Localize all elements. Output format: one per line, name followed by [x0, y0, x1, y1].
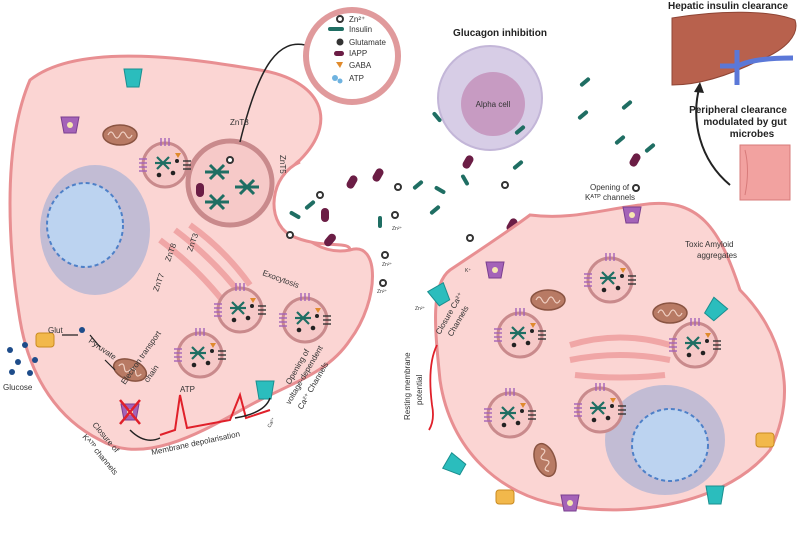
- mitochondrion: [652, 302, 688, 324]
- granule-legend: [303, 7, 401, 105]
- legend-insulin-label: Insulin: [349, 25, 372, 34]
- gut-label-line-1: Peripheral clearance: [689, 105, 787, 116]
- closed-cross-icon: [119, 399, 141, 425]
- katp-channel-open: [622, 206, 642, 224]
- gut-label-line-2: modulated by gut: [703, 117, 787, 128]
- opening-katp-label-line-1: Opening of: [590, 183, 630, 192]
- glut-transporter: [35, 332, 55, 348]
- toxic-amyloid-label-line-2: aggregates: [697, 251, 737, 260]
- resting-potential-label-line-2: potential: [415, 375, 424, 405]
- calcium-ion-label: Ca²⁺: [267, 416, 278, 429]
- intestine: [739, 144, 791, 201]
- calcium-channel-open: [255, 380, 275, 400]
- depolarisation-trace: [159, 391, 271, 436]
- legend-atp-label: ATP: [349, 74, 364, 83]
- callout-arrow: [239, 43, 306, 143]
- zinc-label: Zn²⁺: [382, 262, 393, 268]
- alpha-cell-label: Alpha cell: [476, 100, 511, 109]
- mitochondrion: [102, 124, 138, 146]
- arrow: [129, 397, 271, 441]
- insulin-granule-large: [185, 138, 275, 228]
- legend-iapp-label: IAPP: [349, 49, 367, 58]
- glut-transporter: [495, 489, 515, 505]
- mitochondrion: [530, 289, 566, 311]
- arrow: [62, 334, 116, 371]
- golgi-right: [569, 334, 671, 381]
- glucose-molecules: [7, 327, 85, 376]
- legend-gaba-label: GABA: [349, 61, 372, 70]
- legend-glutamate-label: Glutamate: [349, 38, 386, 47]
- portal-vein: [720, 50, 794, 85]
- atp-label: ATP: [180, 385, 195, 394]
- alpha-cell-nucleus: [461, 72, 525, 136]
- calcium-channel: [123, 68, 143, 88]
- glut-transporter: [755, 432, 775, 448]
- zinc-label: Zn²⁺: [377, 289, 388, 295]
- katp-channel: [60, 116, 80, 134]
- arrowhead-icon: [694, 82, 704, 93]
- znt8-granule-label: ZnT8: [230, 118, 249, 127]
- znt5-label: ZnT5: [278, 155, 287, 174]
- gut-label-line-3: microbes: [730, 129, 775, 140]
- zinc-label: Zn²⁺: [392, 226, 403, 232]
- nucleus-left: [40, 165, 150, 295]
- toxic-amyloid-label-line-1: Toxic Amyloid: [685, 240, 733, 249]
- glucose-label: Glucose: [3, 383, 33, 392]
- katp-channel: [560, 494, 580, 512]
- liver: [671, 11, 797, 86]
- resting-potential-trace: [428, 344, 438, 431]
- legend-zinc-label: Zn²⁺: [349, 15, 365, 24]
- glucagon-inhibition-title: Glucagon inhibition: [453, 28, 547, 39]
- calcium-channel: [442, 452, 468, 478]
- nucleus-right: [605, 385, 725, 495]
- zinc-label: Zn²⁺: [415, 306, 426, 312]
- glut-label: Glut: [48, 326, 63, 335]
- hepatic-clearance-title: Hepatic insulin clearance: [668, 1, 788, 12]
- potassium-label: K⁺: [465, 268, 471, 274]
- katp-channel-open: [485, 261, 505, 279]
- opening-katp-label-line-2: Kᴬᵀᴾ channels: [585, 193, 635, 202]
- clearance-arrow: [695, 84, 731, 186]
- resting-potential-label-line-1: Resting membrane: [403, 352, 412, 420]
- calcium-channel: [705, 485, 725, 505]
